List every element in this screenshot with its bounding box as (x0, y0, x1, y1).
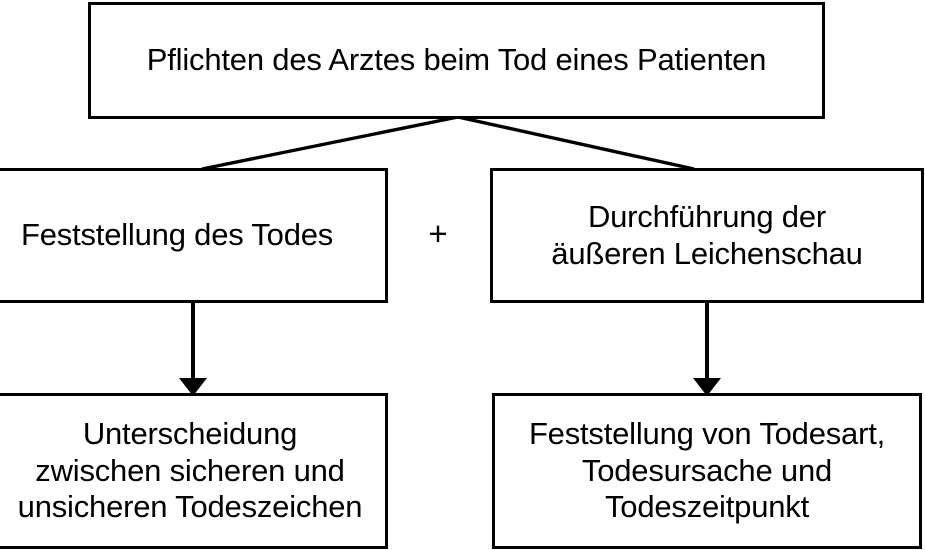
node-pflichten-des-arztes[interactable]: Pflichten des Arztes beim Tod eines Pati… (88, 2, 825, 119)
node-unterscheidung-todeszeichen[interactable]: Unterscheidung zwischen sicheren und uns… (0, 393, 388, 549)
node-durchfuehrung-label: Durchführung der äußeren Leichenschau (551, 198, 863, 271)
node-root-label: Pflichten des Arztes beim Tod eines Pati… (146, 42, 767, 78)
node-feststellung-label: Feststellung des Todes (21, 217, 334, 253)
plus-operator-label: + (428, 215, 448, 252)
node-feststellung-todesart[interactable]: Feststellung von Todesart, Todesursache … (492, 393, 922, 549)
connector-root-to-feststellung (201, 115, 459, 171)
node-feststellung-des-todes[interactable]: Feststellung des Todes (0, 168, 388, 303)
node-todesart-label: Feststellung von Todesart, Todesursache … (528, 416, 886, 525)
plus-operator: + (418, 212, 458, 256)
connector-root-to-durchfuehrung (457, 115, 695, 171)
node-durchfuehrung-leichenschau[interactable]: Durchführung der äußeren Leichenschau (490, 168, 924, 303)
node-unterscheidung-label: Unterscheidung zwischen sicheren und uns… (17, 416, 363, 525)
